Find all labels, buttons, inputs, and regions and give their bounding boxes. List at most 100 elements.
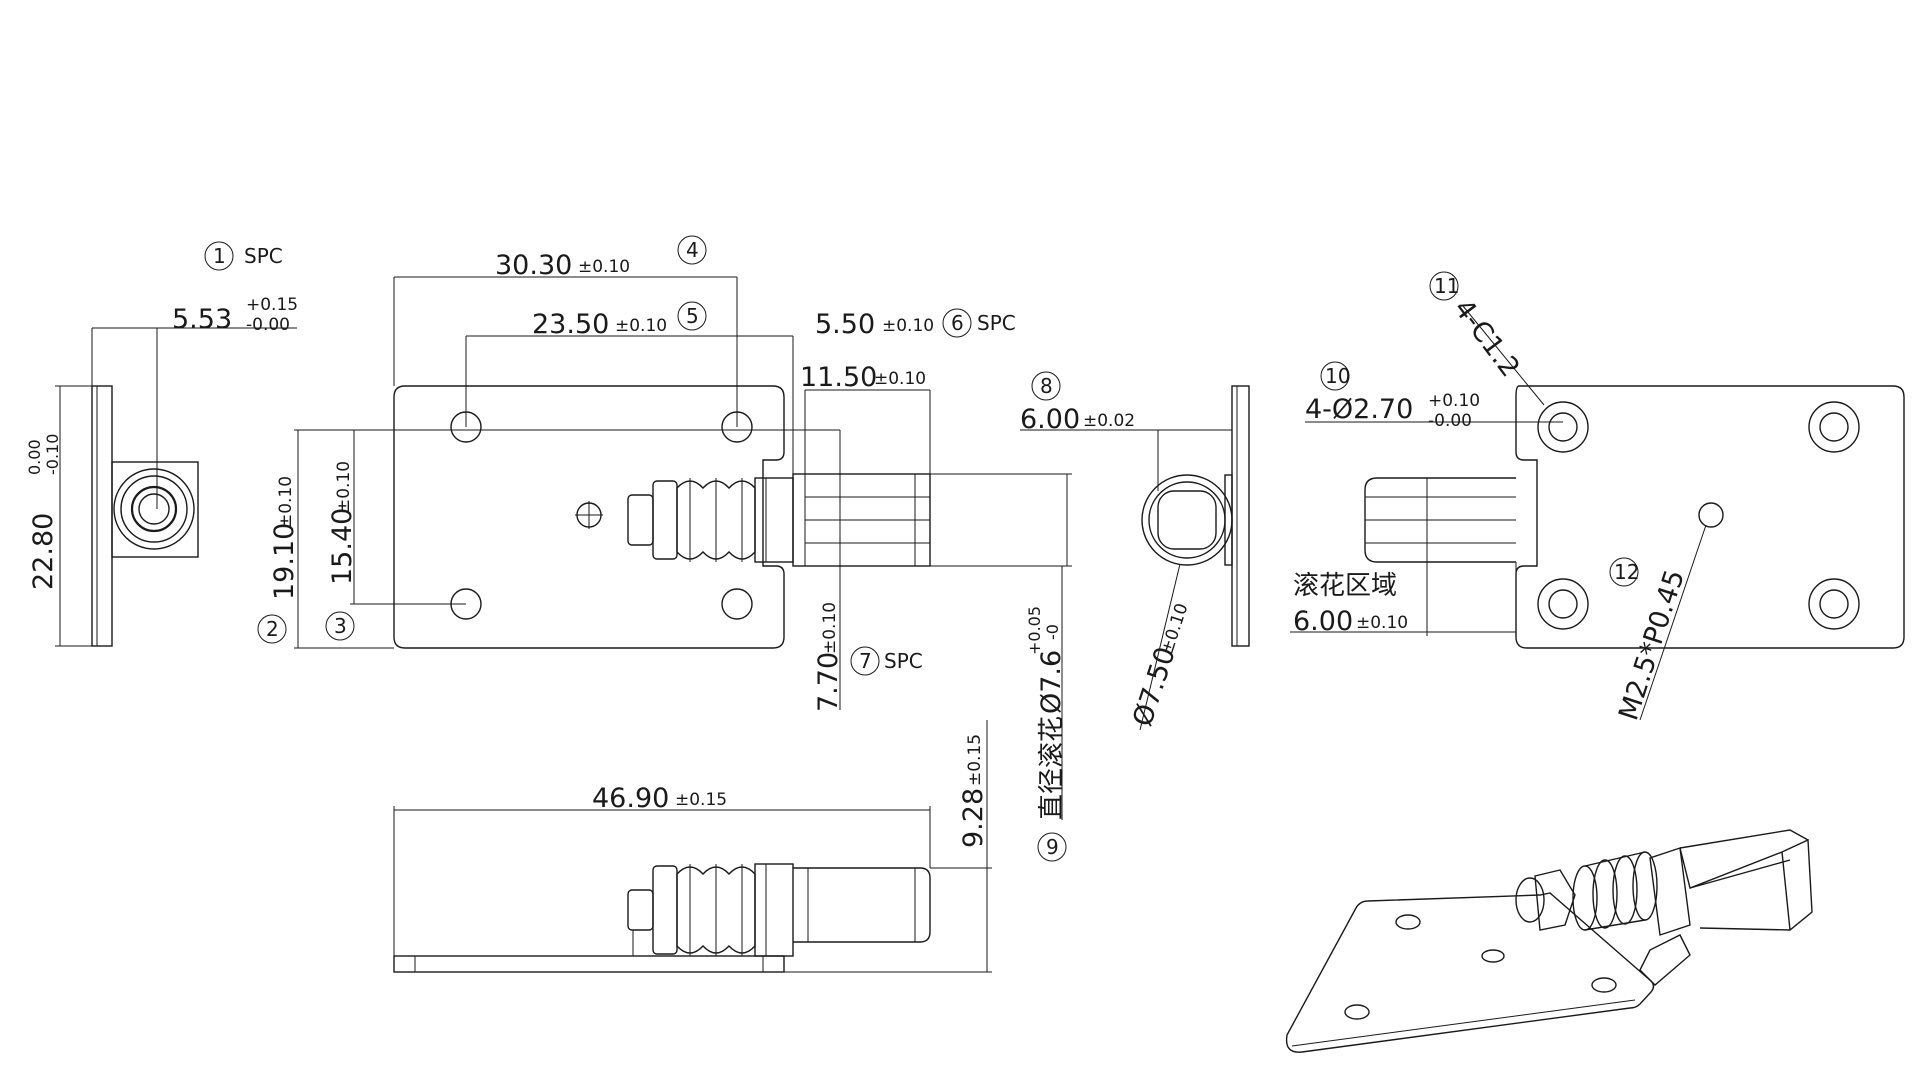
bottom-body [754,863,794,957]
rear-hole-tl-outer [1537,401,1589,453]
balloon-12-label: 12 [1614,560,1639,584]
dim-76-tol-upper: +0.05 [1025,606,1044,655]
iso-hole-1 [1395,914,1421,930]
side-plate [91,385,113,647]
bottom-nut [652,865,678,955]
front-nut [652,480,678,560]
iso-hole-2 [1344,1004,1370,1020]
balloon-5 [677,301,707,331]
side-boss [111,461,199,558]
iso-pin [1515,877,1545,923]
front-pin-tip [627,494,654,546]
front-body [754,477,794,563]
dim-600b-value: 6.00 [1293,606,1353,637]
dim-553-tol-upper: +0.15 [246,295,298,315]
dim-4690-value: 46.90 [592,783,669,814]
dim-928-tol: ±0.15 [965,734,985,786]
dim-1540-tol: ±0.10 [334,461,354,513]
balloon-3-label: 3 [334,614,347,638]
end-view [1020,385,1250,731]
bottom-plate [393,955,785,973]
dim-550-tol: ±0.10 [882,316,934,336]
dim-270-tol-lower: -0.00 [1428,411,1472,431]
front-view [294,276,1072,820]
dim-750-tol: ±0.10 [1157,601,1192,657]
dim-76-prefix: 直径滚花 [1037,716,1067,820]
side-view [55,327,297,647]
dim-770-tol: ±0.10 [820,602,840,654]
dim-2350-tol: ±0.10 [615,316,667,336]
end-square-profile [1157,490,1217,550]
balloon-8-label: 8 [1040,374,1053,398]
balloon-9 [1037,832,1067,862]
iso-plate-edge [1291,999,1636,1047]
rear-hole-tr-inner [1819,412,1849,442]
balloon-1 [204,241,234,271]
rear-hole-tl-inner [1548,412,1578,442]
dim-553-value: 5.53 [172,304,232,335]
iso-spring-edges [1584,851,1646,931]
dim-76-tol-lower: -0 [1043,624,1062,640]
balloon-11 [1429,271,1459,301]
dim-600b-tol: ±0.10 [1356,613,1408,633]
dim-2350-value: 23.50 [532,309,609,340]
dim-1540-value: 15.40 [327,508,358,585]
dim-3030-tol: ±0.10 [578,257,630,277]
rear-hole-br-outer [1808,578,1860,630]
balloon-11-label: 11 [1434,274,1459,298]
balloon-1-label: 1 [213,244,226,268]
dim-1150-tol: ±0.10 [874,369,926,389]
side-inner-circle [130,485,178,533]
dim-600a-tol: ±0.02 [1083,411,1135,431]
iso-spring-2 [1592,859,1618,929]
iso-plate [1285,892,1655,1053]
dim-270-value: 4-Ø2.70 [1305,394,1413,425]
balloon-4-label: 4 [686,238,699,262]
dim-770-value: 7.70 [813,652,844,712]
side-core-circle [138,493,170,525]
dim-2280-tol-lower: -0.10 [43,434,62,475]
balloon-5-label: 5 [686,304,699,328]
dim-thread-leader [1639,524,1707,721]
dim-2280-value: 22.80 [28,513,59,590]
dim-1910-tol: ±0.10 [276,476,296,528]
balloon-8 [1031,371,1061,401]
dim-c12-value: 4-C1.2 [1447,294,1525,384]
balloon-6-label: 6 [951,311,964,335]
iso-shaft-edge-2 [1679,829,1809,849]
balloon-10-label: 10 [1325,364,1350,388]
balloon-12 [1609,557,1639,587]
dim-1150-value: 11.50 [800,362,877,393]
rear-hole-bl-inner [1548,589,1578,619]
rear-hole-tr-outer [1808,401,1860,453]
dim-thread-value: M2.5*P0.45 [1613,566,1691,724]
balloon-2-label: 2 [266,617,279,641]
rear-thread-hole [1698,502,1724,528]
dim-3030-value: 30.30 [495,250,572,281]
end-inner-circle [1148,481,1226,559]
dim-553-tol-lower: -0.00 [246,315,290,335]
dim-1910-value: 19.10 [269,523,300,600]
end-plate-edge [1224,474,1233,566]
material-spc-1: SPC [244,244,283,268]
balloon-6 [942,308,972,338]
dim-2280-tol-upper: 0.00 [25,439,44,475]
dim-76-value: Ø7.6 [1036,650,1067,714]
dim-928-value: 9.28 [958,788,989,848]
iso-shaft-edge-1 [1689,859,1791,889]
iso-nut [1534,869,1576,931]
dim-4690-tol: ±0.15 [675,790,727,810]
hole-bottom-right [721,588,753,620]
dim-750-leader [1139,563,1181,731]
material-spc-7: SPC [884,649,923,673]
end-plate [1231,385,1250,647]
rear-hole-bl-outer [1537,578,1589,630]
balloon-7-label: 7 [859,649,872,673]
rear-plate [1515,385,1905,649]
front-plate [393,385,785,649]
bottom-view [393,720,992,973]
material-spc-6: SPC [977,311,1016,335]
iso-hole-center [1481,949,1505,963]
dim-600a-value: 6.00 [1020,404,1080,435]
